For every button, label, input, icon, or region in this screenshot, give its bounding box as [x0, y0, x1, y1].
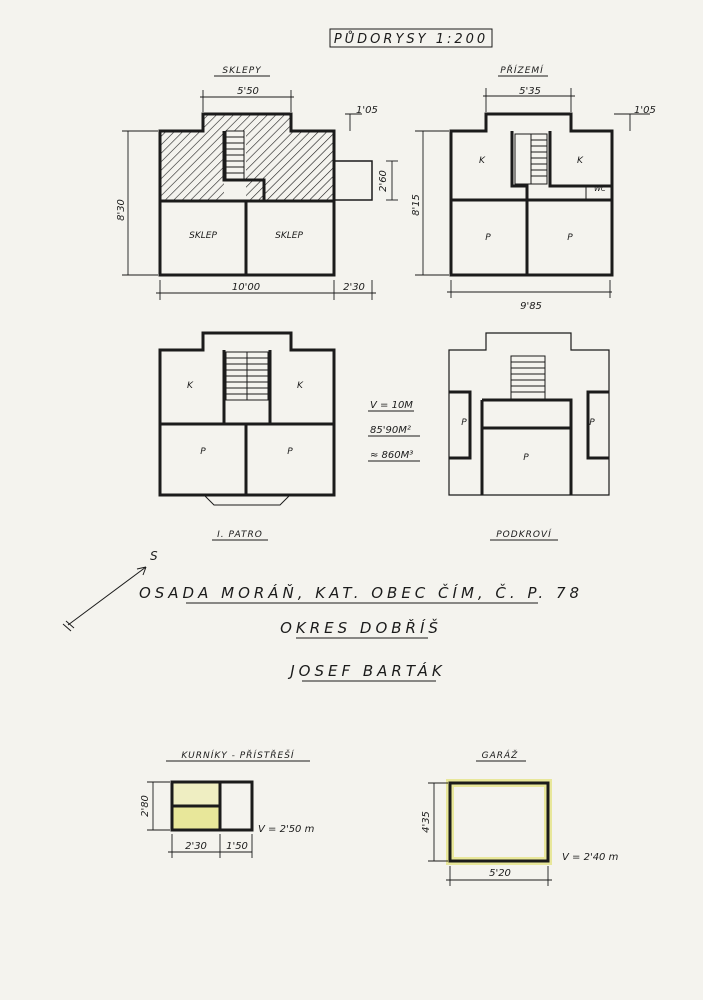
cellar-annex: [333, 160, 373, 201]
plan-garaz: GARÁŽ 4'35 5'20 V = 2'40 m: [421, 749, 619, 886]
room-p-right: P: [287, 447, 293, 457]
stairs-podkrovi: [510, 355, 546, 401]
room-p-right: P: [589, 418, 595, 428]
dim-step: 1'05: [634, 105, 656, 116]
dim-bottom-annex: 2'30: [343, 282, 365, 293]
address-block: OSADA MORÁŇ, KAT. OBEC ČÍM, Č. P. 78 OKR…: [139, 583, 583, 682]
plan-sklepy: SKLEPY SKLEP SKLEP: [116, 66, 398, 300]
room-k-left: K: [187, 381, 194, 391]
dim-b: 1'50: [226, 841, 248, 852]
north-label: S: [150, 549, 158, 563]
ground-outline: [449, 112, 614, 277]
highlight-frame: [446, 779, 552, 865]
kurniky-height: V = 2'50 m: [258, 824, 315, 835]
stairs-prizemi: [514, 133, 548, 185]
north-arrow-icon: [67, 566, 147, 626]
balcony: [203, 494, 291, 506]
dim-annex: 2'60: [378, 170, 389, 192]
owner-name: JOSEF BARTÁK: [287, 661, 445, 680]
dimensions-prizemi: [415, 88, 650, 298]
cellar-outline: [158, 112, 336, 277]
stairs-sklepy: [225, 130, 245, 181]
dim-bottom: 10'00: [232, 282, 260, 293]
room-k-left: K: [479, 156, 486, 166]
dim-side: 8'30: [116, 199, 127, 221]
room-sklep-right: SKLEP: [275, 231, 303, 241]
highlight-fill: [172, 806, 220, 829]
floor1-outline: [158, 331, 336, 497]
room-p-left: P: [200, 447, 206, 457]
plan-label-podkrovi: PODKROVÍ: [496, 528, 552, 540]
page-title: PŮDORYSY 1:200: [334, 31, 488, 47]
garaz-outline: [448, 781, 550, 863]
dim-bottom: 9'85: [520, 301, 542, 312]
title-frame: [329, 28, 493, 48]
stat-area: 85'90M²: [370, 425, 411, 436]
dim-top: 5'50: [237, 86, 259, 97]
dim-top: 5'35: [519, 86, 541, 97]
dim-a: 2'30: [185, 841, 207, 852]
room-p-left: P: [485, 233, 491, 243]
garaz-height: V = 2'40 m: [562, 852, 619, 863]
dim-step: 1'05: [356, 105, 378, 116]
hatched-stair-landing: [203, 114, 291, 131]
stat-height: V = 10M: [370, 400, 413, 411]
hatched-area-right: [246, 131, 334, 201]
hatched-area-left: [160, 131, 224, 201]
address-line2: OKRES DOBŘÍŠ: [280, 618, 442, 637]
plan-patro: K K P P I. PATRO: [158, 331, 336, 541]
room-p-right: P: [567, 233, 573, 243]
room-p-center: P: [523, 453, 529, 463]
stat-volume: ≈ 860M³: [370, 450, 413, 461]
building-stats: V = 10M 85'90M² ≈ 860M³: [368, 400, 420, 462]
attic-outline: [448, 332, 610, 496]
plan-prizemi: PŘÍZEMÍ K K P P WC 5'35: [411, 64, 656, 312]
plan-label-kurniky: KURNÍKY - PŘÍSTŘEŠÍ: [181, 749, 295, 761]
plan-label-patro: I. PATRO: [217, 530, 263, 540]
room-p-left: P: [461, 418, 467, 428]
room-wc: WC: [594, 185, 606, 193]
plan-label-prizemi: PŘÍZEMÍ: [500, 64, 544, 76]
dimensions-sklepy: [122, 90, 398, 300]
dim-bottom: 5'20: [489, 868, 511, 879]
north-arrow: S: [62, 549, 158, 632]
dim-side: 2'80: [140, 795, 151, 817]
stairs-patro: [225, 351, 269, 401]
room-k-right: K: [577, 156, 584, 166]
plan-label-garaz: GARÁŽ: [482, 749, 519, 761]
dim-side: 4'35: [421, 811, 432, 833]
room-k-right: K: [297, 381, 304, 391]
dim-side: 8'15: [411, 194, 422, 216]
plan-label-sklepy: SKLEPY: [222, 66, 262, 76]
plan-kurniky: KURNÍKY - PŘÍSTŘEŠÍ 2'80 2'30 1'50 V = 2…: [140, 749, 315, 858]
address-line1: OSADA MORÁŇ, KAT. OBEC ČÍM, Č. P. 78: [139, 583, 583, 602]
plan-podkrovi: P P P PODKROVÍ: [448, 332, 610, 541]
room-sklep-left: SKLEP: [189, 231, 217, 241]
